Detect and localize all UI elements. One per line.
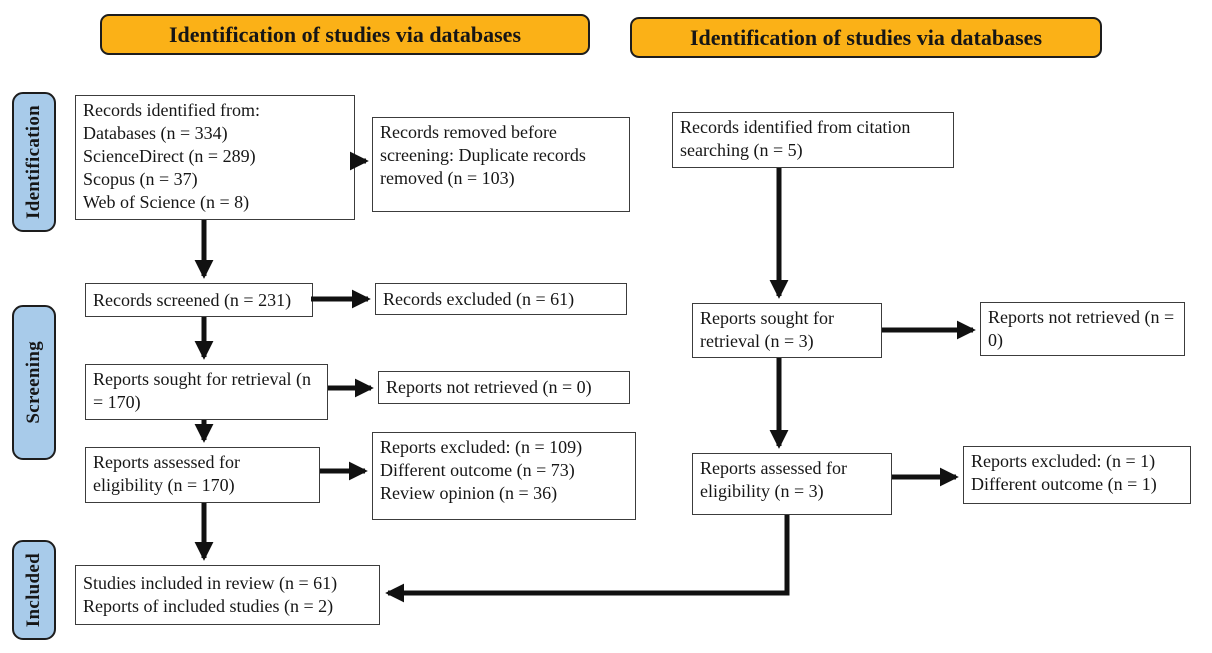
box-reports-not-retrieved: Reports not retrieved (n = 0) (378, 371, 630, 404)
records-identified-line: Scopus (n = 37) (83, 169, 198, 189)
records-screened-label: Records screened (n = 231) (93, 289, 292, 310)
citation-not-retrieved-label: Reports not retrieved (n = 0) (988, 307, 1175, 350)
box-reports-sought: Reports sought for retrieval (n = 170) (85, 364, 328, 420)
citation-assessed-label: Reports assessed for eligibility (n = 3) (700, 458, 847, 501)
stage-screening: Screening (12, 305, 56, 460)
stage-identification-label: Identification (23, 105, 44, 219)
reports-excluded-line: Reports excluded: (n = 109) (380, 437, 583, 457)
citation-excluded-line: Different outcome (n = 1) (971, 474, 1157, 494)
records-identified-line: Databases (n = 334) (83, 123, 228, 143)
box-citation-identified: Records identified from citation searchi… (672, 112, 954, 168)
box-records-identified: Records identified from: Databases (n = … (75, 95, 355, 220)
records-identified-line: Web of Science (n = 8) (83, 192, 250, 212)
arrow-citation-to-included (385, 515, 790, 603)
reports-excluded-line: Review opinion (n = 36) (380, 483, 558, 503)
box-records-removed: Records removed before screening: Duplic… (372, 117, 630, 212)
header-right-label: Identification of studies via databases (689, 24, 1043, 50)
header-databases-right: Identification of studies via databases (630, 17, 1102, 58)
citation-excluded-line: Reports excluded: (n = 1) (971, 451, 1156, 471)
box-studies-included: Studies included in review (n = 61) Repo… (75, 565, 380, 625)
stage-identification: Identification (12, 92, 56, 232)
records-identified-line: ScienceDirect (n = 289) (83, 146, 256, 166)
citation-reports-sought-label: Reports sought for retrieval (n = 3) (700, 308, 834, 351)
reports-sought-label: Reports sought for retrieval (n = 170) (93, 369, 311, 412)
box-reports-assessed: Reports assessed for eligibility (n = 17… (85, 447, 320, 503)
reports-excluded-line: Different outcome (n = 73) (380, 460, 575, 480)
box-citation-excluded: Reports excluded: (n = 1) Different outc… (963, 446, 1191, 504)
records-removed-line: Duplicate records removed (n = 103) (380, 145, 586, 188)
reports-not-retrieved-label: Reports not retrieved (n = 0) (386, 377, 592, 397)
citation-identified-label: Records identified from citation searchi… (680, 117, 911, 160)
box-records-screened: Records screened (n = 231) (85, 283, 313, 317)
box-reports-excluded: Reports excluded: (n = 109) Different ou… (372, 432, 636, 520)
records-removed-line: Records removed before screening: (380, 122, 557, 165)
reports-assessed-label: Reports assessed for eligibility (n = 17… (93, 452, 240, 495)
records-identified-line: Records identified from: (83, 100, 260, 120)
header-databases-left: Identification of studies via databases (100, 14, 590, 55)
records-excluded-label: Records excluded (n = 61) (383, 288, 575, 309)
studies-included-line: Reports of included studies (n = 2) (83, 596, 334, 616)
stage-included: Included (12, 540, 56, 640)
box-citation-reports-sought: Reports sought for retrieval (n = 3) (692, 303, 882, 358)
box-citation-assessed: Reports assessed for eligibility (n = 3) (692, 453, 892, 515)
header-left-label: Identification of studies via databases (168, 21, 522, 47)
stage-screening-label: Screening (23, 341, 44, 424)
box-records-excluded: Records excluded (n = 61) (375, 283, 627, 315)
box-citation-not-retrieved: Reports not retrieved (n = 0) (980, 302, 1185, 356)
stage-included-label: Included (23, 552, 44, 628)
studies-included-line: Studies included in review (n = 61) (83, 573, 338, 593)
